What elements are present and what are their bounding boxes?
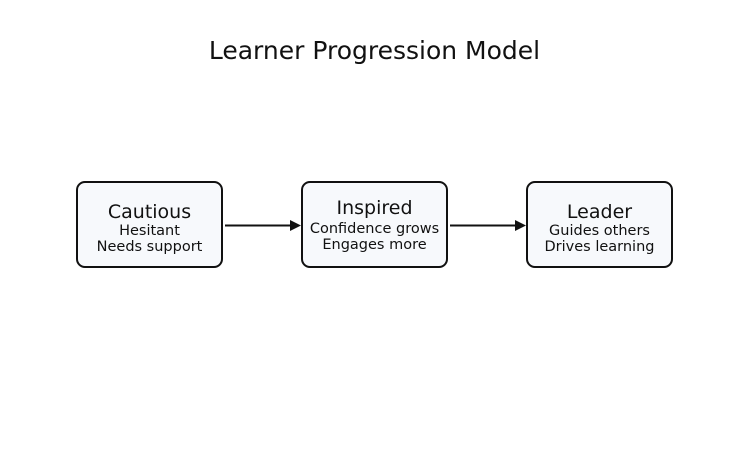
node-title: Leader xyxy=(566,200,633,223)
node-detail: Needs support xyxy=(96,238,203,255)
node-title: Inspired xyxy=(336,196,413,219)
node-leader: Leader Guides others Drives learning xyxy=(526,181,673,268)
node-inspired: Inspired Confidence grows Engages more xyxy=(301,181,448,268)
arrow-inspired-to-leader xyxy=(450,220,526,231)
node-detail: Confidence grows xyxy=(309,220,440,237)
node-detail: Drives learning xyxy=(544,238,655,255)
node-detail: Hesitant xyxy=(119,222,180,239)
diagram-title: Learner Progression Model xyxy=(208,36,541,65)
arrow-cautious-to-inspired xyxy=(225,220,301,231)
node-title: Cautious xyxy=(107,200,192,223)
node-detail: Engages more xyxy=(322,236,427,253)
node-detail: Guides others xyxy=(549,222,650,239)
node-cautious: Cautious Hesitant Needs support xyxy=(76,181,223,268)
